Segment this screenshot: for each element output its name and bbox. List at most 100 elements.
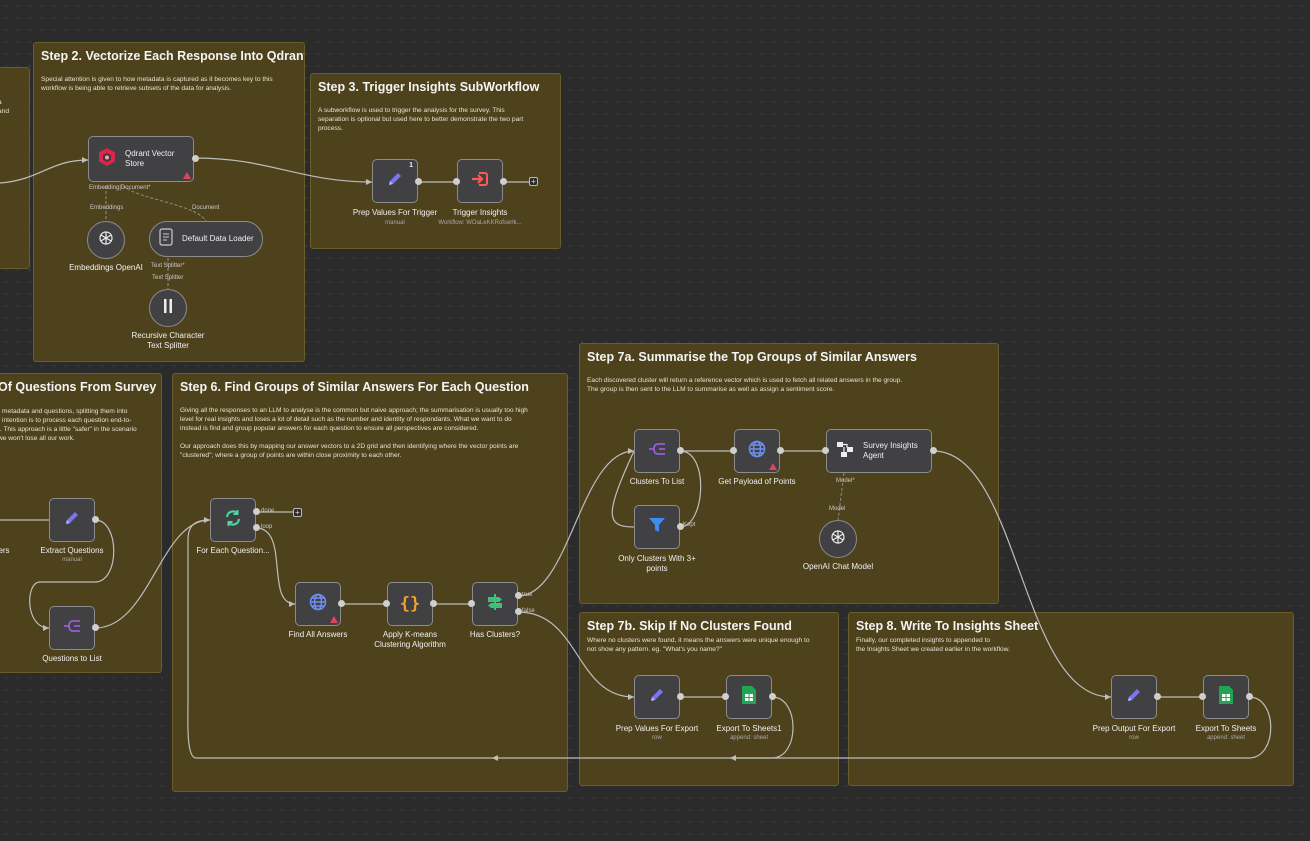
pencil-icon: [647, 685, 667, 710]
node-label-chat-model: OpenAI Chat Model: [802, 562, 874, 571]
node-extract-questions[interactable]: [49, 498, 95, 542]
input-port[interactable]: [1199, 693, 1206, 700]
output-port[interactable]: [930, 447, 937, 454]
output-port[interactable]: [515, 608, 522, 615]
output-port[interactable]: [1246, 693, 1253, 700]
node-embeddings-openai[interactable]: [87, 221, 125, 259]
add-node-button[interactable]: +: [529, 177, 538, 186]
conn-label-embeddings: Embeddings: [90, 205, 124, 211]
sheets-icon: [741, 685, 757, 710]
output-port[interactable]: [1154, 693, 1161, 700]
filter-icon: [647, 515, 667, 540]
node-clusters-to-list[interactable]: [634, 429, 680, 473]
node-label-for-each: For Each Question...: [196, 546, 270, 555]
conn-label-done: done: [261, 508, 275, 514]
conn-label-loop: loop: [261, 524, 273, 530]
sticky-body: Special attention is given to how metada…: [41, 76, 273, 92]
node-export-to-sheets[interactable]: [1203, 675, 1249, 719]
code-icon: {}: [399, 594, 421, 614]
node-prep-values-for-trigger[interactable]: 1: [372, 159, 418, 203]
conn-label-false: false: [522, 608, 535, 614]
if-icon: [485, 592, 505, 617]
node-trigger-insights[interactable]: [457, 159, 503, 203]
node-label-clusters-to-list: Clusters To List: [629, 477, 685, 486]
pencil-icon: [62, 508, 82, 533]
output-port[interactable]: [192, 155, 199, 162]
node-label: Default Data Loader: [182, 234, 254, 243]
node-label-export1: Export To Sheets1: [716, 724, 782, 733]
sticky-title: Step 8. Write To Insights Sheet: [856, 619, 1039, 633]
output-port[interactable]: [253, 524, 260, 531]
sticky-title: Step 3. Trigger Insights SubWorkflow: [318, 80, 540, 94]
node-prep-output-for-export[interactable]: [1111, 675, 1157, 719]
node-label-has-clusters: Has Clusters?: [469, 630, 521, 639]
node-label-export: Export To Sheets: [1195, 724, 1257, 733]
input-port[interactable]: [453, 178, 460, 185]
node-label-questions-to-list: Questions to List: [42, 654, 102, 663]
conn-label-embedding-document: Embedding|Document*: [89, 185, 151, 191]
output-port[interactable]: [515, 592, 522, 599]
conn-label-text-splitter: Text Splitter: [152, 275, 184, 281]
input-port[interactable]: [730, 447, 737, 454]
sticky-step-left-top[interactable]: a and: [0, 67, 30, 269]
add-node-button[interactable]: +: [293, 508, 302, 517]
pencil-icon: [1124, 685, 1144, 710]
sticky-title: Step 6. Find Groups of Similar Answers F…: [180, 380, 529, 394]
node-default-data-loader[interactable]: Default Data Loader: [149, 221, 263, 257]
node-label-payload: Get Payload of Points: [718, 477, 796, 486]
node-label-extract-questions: Extract Questions: [40, 546, 104, 555]
output-port[interactable]: [777, 447, 784, 454]
node-label-splitter: Recursive Character Text Splitter: [131, 331, 205, 350]
sticky-body: Where no clusters were found, it means t…: [587, 637, 810, 653]
sticky-body: a and: [0, 99, 10, 115]
node-only-clusters[interactable]: [634, 505, 680, 549]
agent-icon: [835, 439, 855, 464]
output-port[interactable]: [338, 600, 345, 607]
globe-icon: [747, 439, 767, 464]
sticky-body: Finally, our completed insights to appen…: [856, 637, 1010, 653]
output-port[interactable]: [92, 624, 99, 631]
input-port[interactable]: [468, 600, 475, 607]
output-port[interactable]: [677, 693, 684, 700]
sticky-body: A subworkflow is used to trigger the ana…: [318, 107, 524, 132]
node-openai-chat-model[interactable]: [819, 520, 857, 558]
output-port[interactable]: [415, 178, 422, 185]
input-port[interactable]: [822, 447, 829, 454]
openai-icon: [829, 528, 847, 551]
node-export-to-sheets1[interactable]: [726, 675, 772, 719]
warning-icon: [183, 172, 191, 179]
output-port[interactable]: [92, 516, 99, 523]
input-port[interactable]: [383, 600, 390, 607]
sticky-body: r metadata and questions, splitting them…: [0, 408, 137, 442]
conn-label-true: true: [522, 592, 533, 598]
run-count-badge: 1: [409, 162, 413, 169]
output-port[interactable]: [500, 178, 507, 185]
sticky-step7b[interactable]: Step 7b. Skip If No Clusters Found Where…: [579, 612, 839, 786]
output-port[interactable]: [769, 693, 776, 700]
input-port[interactable]: [722, 693, 729, 700]
node-has-clusters[interactable]: [472, 582, 518, 626]
output-port[interactable]: [677, 523, 684, 530]
sticky-title: Step 7a. Summarise the Top Groups of Sim…: [587, 350, 917, 364]
output-port[interactable]: [430, 600, 437, 607]
node-kmeans[interactable]: {}: [387, 582, 433, 626]
output-port[interactable]: [253, 508, 260, 515]
node-get-payload-of-points[interactable]: [734, 429, 780, 473]
output-port[interactable]: [677, 447, 684, 454]
node-sub-extract-questions: manual: [62, 557, 82, 563]
split-out-icon: [647, 439, 667, 464]
qdrant-icon: [97, 147, 117, 172]
sticky-title: Of Questions From Survey: [0, 380, 157, 394]
node-prep-values-for-export[interactable]: [634, 675, 680, 719]
node-label-prep-trigger: Prep Values For Trigger: [352, 208, 438, 217]
node-for-each-question[interactable]: [210, 498, 256, 542]
node-qdrant-vector-store[interactable]: Qdrant Vector Store: [88, 136, 194, 182]
node-find-all-answers[interactable]: [295, 582, 341, 626]
pencil-icon: [385, 169, 405, 194]
node-questions-to-list[interactable]: [49, 606, 95, 650]
document-icon: [158, 227, 174, 251]
loop-icon: [223, 508, 243, 533]
sticky-body: Each discovered cluster will return a re…: [587, 377, 903, 393]
node-text-splitter[interactable]: [149, 289, 187, 327]
node-survey-insights-agent[interactable]: Survey Insights Agent: [826, 429, 932, 473]
